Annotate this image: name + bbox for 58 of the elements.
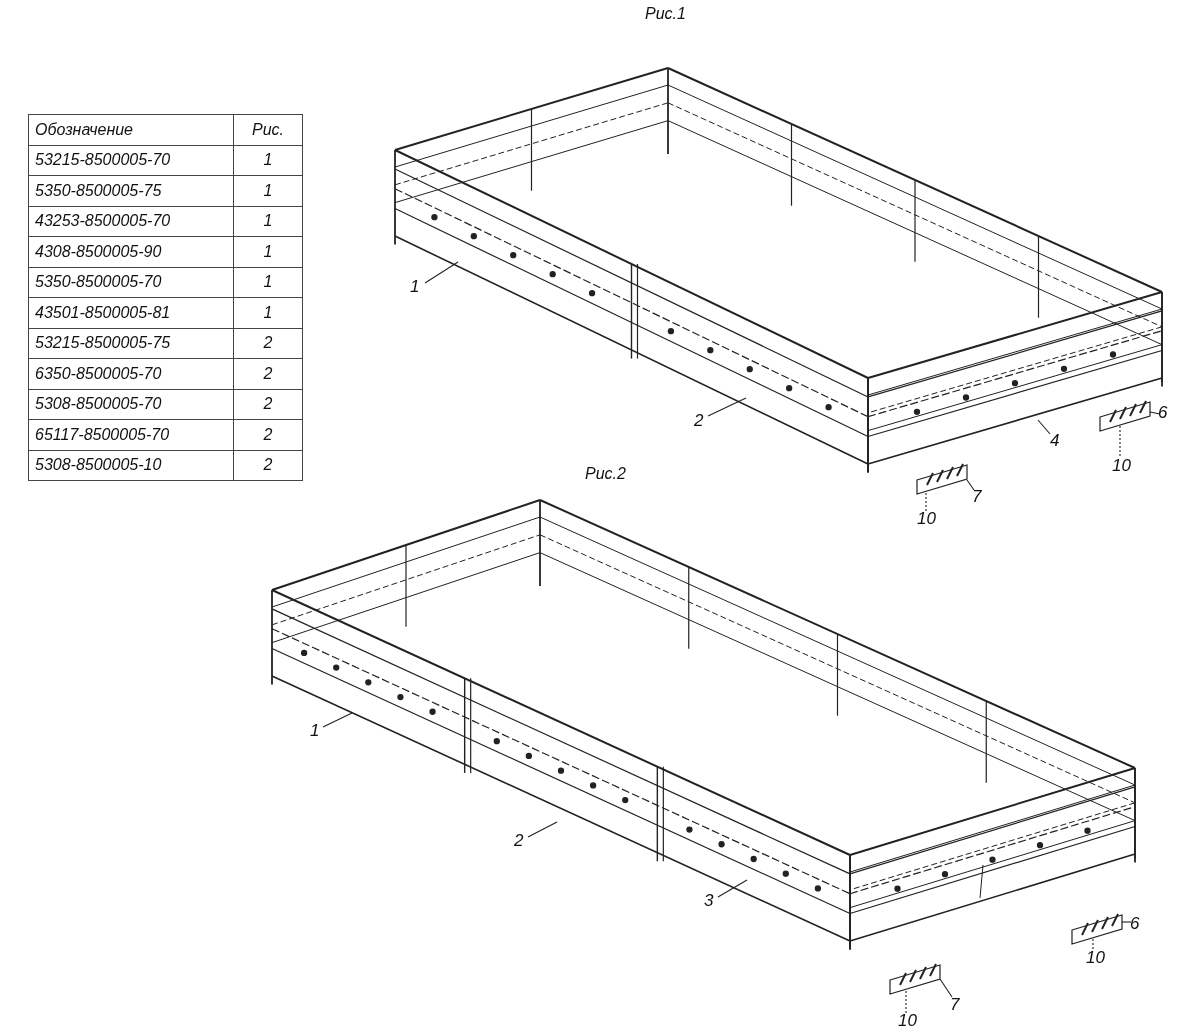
callout-number: 2 bbox=[514, 832, 524, 850]
table-cell: 43501-8500005-81 bbox=[28, 297, 234, 328]
table-cell: 5350-8500005-70 bbox=[28, 267, 234, 298]
leader-line bbox=[1121, 921, 1132, 923]
callout-number: 7 bbox=[972, 488, 982, 506]
table-cell: 43253-8500005-70 bbox=[28, 206, 234, 237]
leader-line bbox=[1092, 937, 1094, 950]
callout-number: 10 bbox=[917, 510, 936, 528]
table-cell: 65117-8500005-70 bbox=[28, 419, 234, 450]
callout-number: 10 bbox=[898, 1012, 917, 1030]
table-cell: 53215-8500005-70 bbox=[28, 145, 234, 176]
callout-number: 6 bbox=[1130, 915, 1140, 933]
table-cell: 5308-8500005-10 bbox=[28, 450, 234, 481]
table-cell: 2 bbox=[233, 450, 303, 481]
reflector-plate-drawing bbox=[1071, 913, 1123, 945]
table-cell: 1 bbox=[233, 175, 303, 206]
callout-number: 1 bbox=[310, 722, 320, 740]
table-header-cell: Обозначение bbox=[28, 114, 234, 145]
leader-line bbox=[925, 490, 927, 512]
figure-caption: Рис.1 bbox=[645, 5, 686, 23]
callout-number: 7 bbox=[950, 996, 960, 1014]
table-cell: 2 bbox=[233, 389, 303, 420]
callout-number: 10 bbox=[1086, 949, 1105, 967]
table-cell: 5308-8500005-70 bbox=[28, 389, 234, 420]
table-cell: 53215-8500005-75 bbox=[28, 328, 234, 359]
table-cell: 6350-8500005-70 bbox=[28, 358, 234, 389]
leader-line bbox=[424, 261, 459, 284]
table-cell: 2 bbox=[233, 358, 303, 389]
table-cell: 1 bbox=[233, 267, 303, 298]
leader-line bbox=[905, 989, 907, 1014]
leader-line bbox=[1037, 419, 1051, 435]
reflector-plate-drawing bbox=[916, 463, 968, 495]
figure-caption: Рис.2 bbox=[585, 465, 626, 483]
leader-line bbox=[322, 712, 353, 728]
leader-line bbox=[1149, 411, 1161, 415]
callout-number: 3 bbox=[704, 892, 714, 910]
table-cell: 2 bbox=[233, 419, 303, 450]
table-cell: 2 bbox=[233, 328, 303, 359]
callout-number: 4 bbox=[1050, 432, 1060, 450]
table-cell: 1 bbox=[233, 297, 303, 328]
leader-line bbox=[707, 397, 747, 417]
table-cell: 1 bbox=[233, 236, 303, 267]
callout-number: 1 bbox=[410, 278, 420, 296]
table-cell: 1 bbox=[233, 206, 303, 237]
reflector-plate-drawing bbox=[889, 963, 941, 995]
table-header-cell: Рис. bbox=[233, 114, 303, 145]
callout-number: 2 bbox=[694, 412, 704, 430]
leader-line bbox=[1119, 424, 1121, 457]
leader-line bbox=[966, 479, 975, 491]
table-cell: 5350-8500005-75 bbox=[28, 175, 234, 206]
leader-line bbox=[939, 978, 953, 998]
leader-line bbox=[527, 821, 558, 838]
callout-number: 6 bbox=[1158, 404, 1168, 422]
callout-number: 10 bbox=[1112, 457, 1131, 475]
leader-line bbox=[717, 879, 748, 898]
reflector-plate-drawing bbox=[1099, 400, 1151, 432]
table-cell: 4308-8500005-90 bbox=[28, 236, 234, 267]
table-cell: 1 bbox=[233, 145, 303, 176]
